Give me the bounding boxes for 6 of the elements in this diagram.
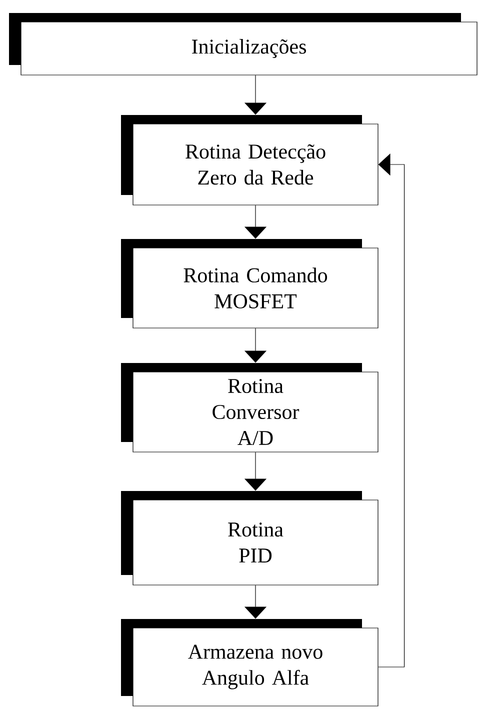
- process-box: Rotina Comando MOSFET: [121, 239, 378, 328]
- process-box: Armazena novo Angulo Alfa: [121, 619, 378, 706]
- process-box: Rotina Detecção Zero da Rede: [121, 115, 378, 206]
- process-box: Rotina PID: [121, 491, 378, 586]
- process-box: Inicializações: [9, 13, 478, 76]
- process-box: Rotina Conversor A/D: [121, 363, 378, 452]
